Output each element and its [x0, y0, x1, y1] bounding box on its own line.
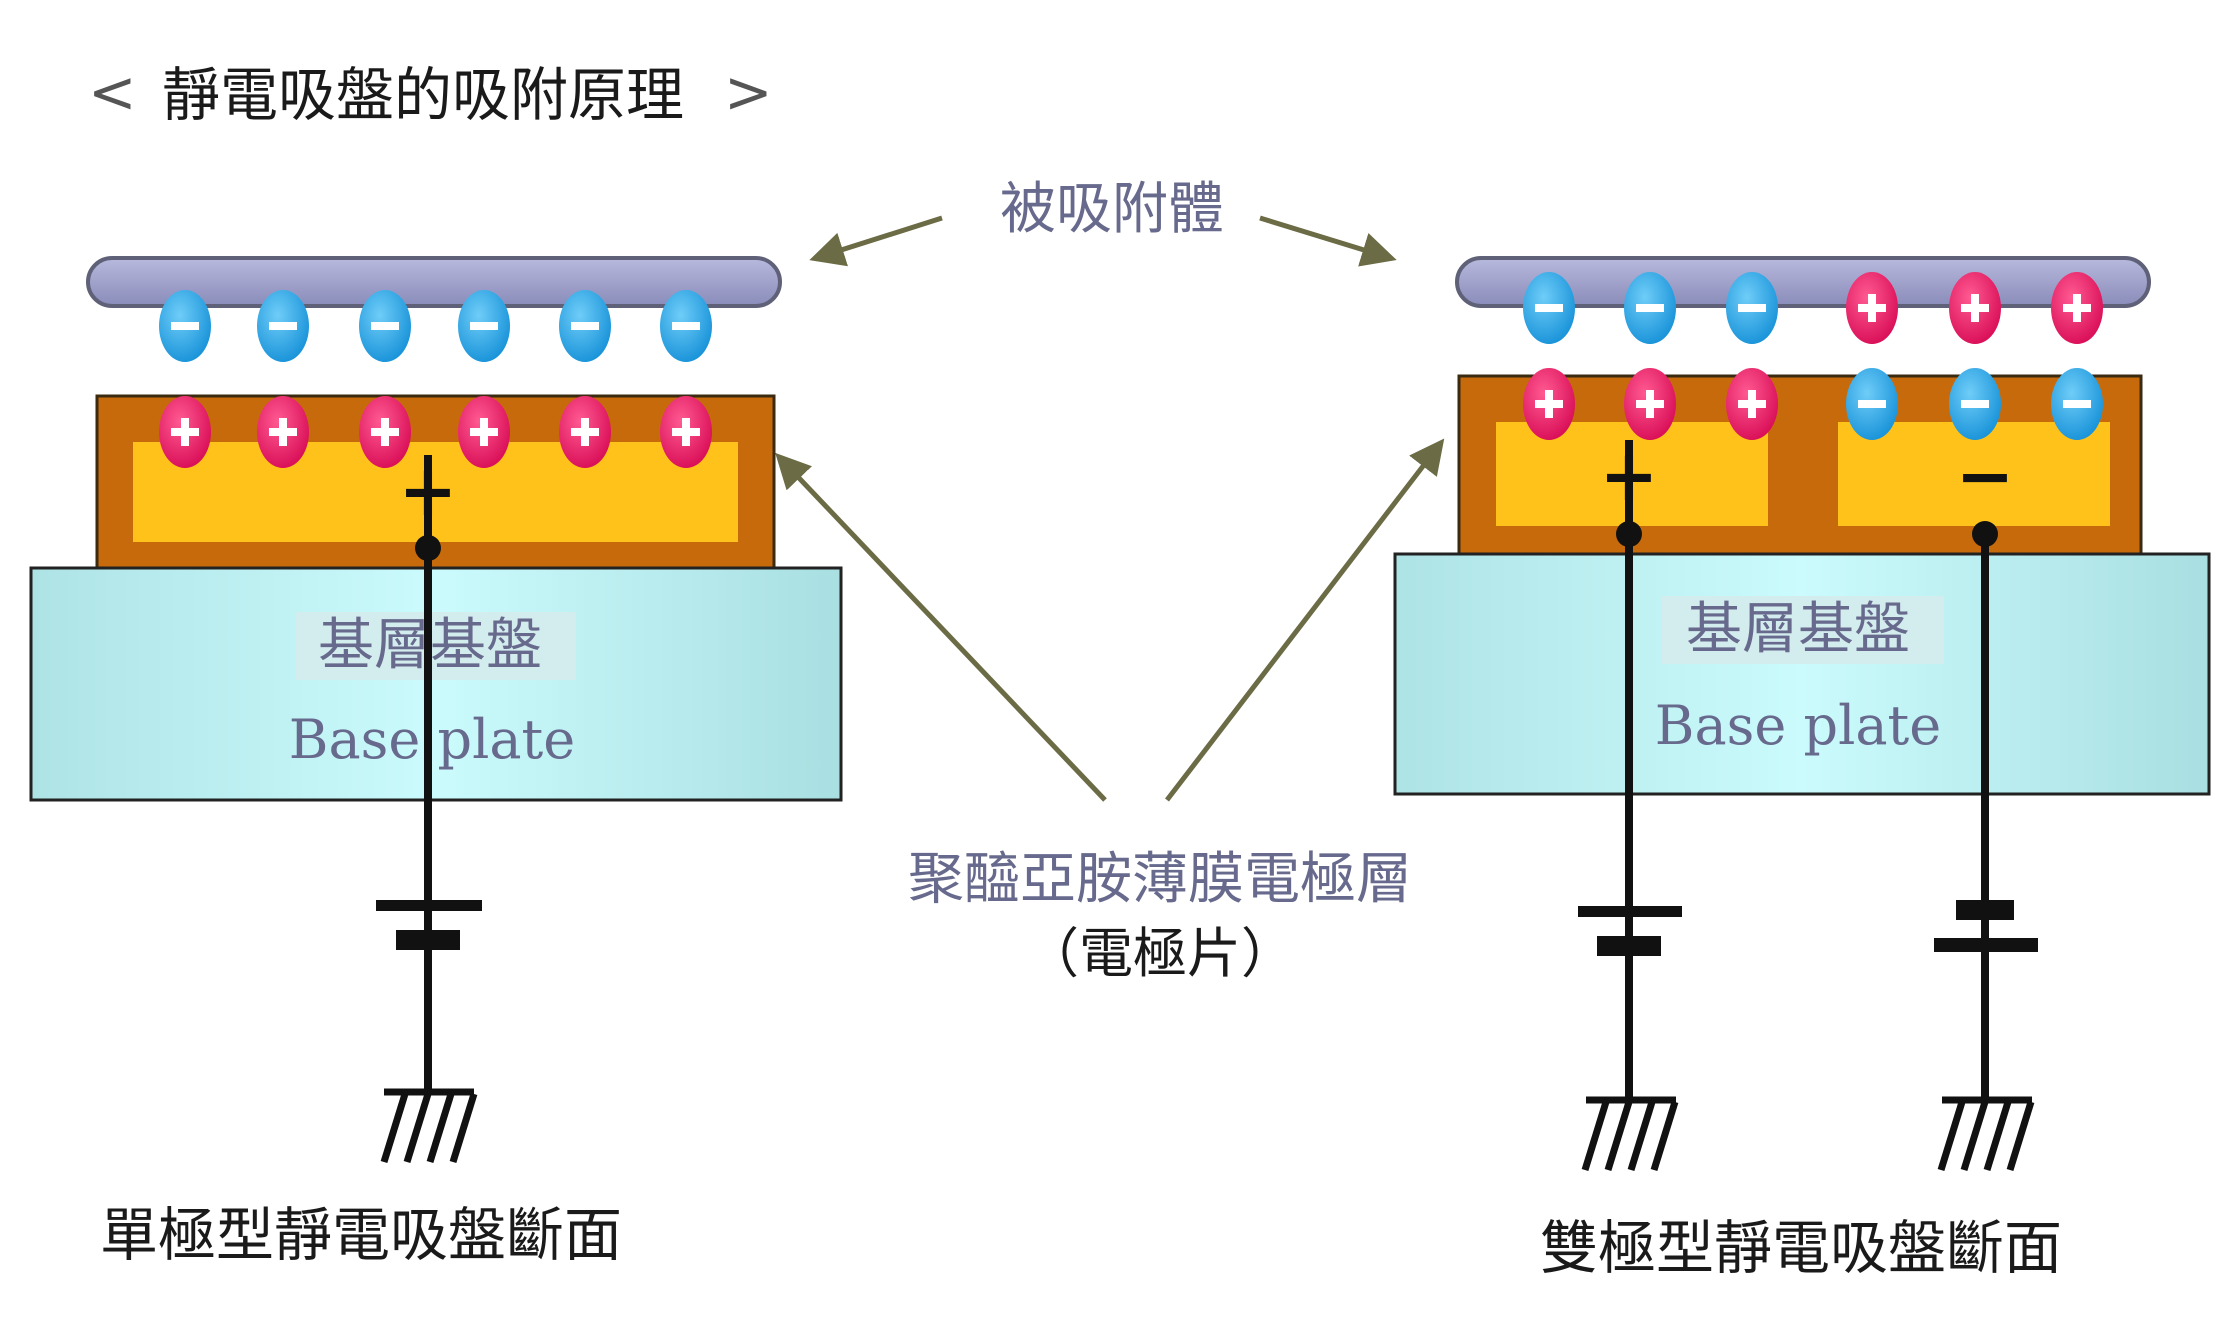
left-electrode-positive-charge-icon: [559, 396, 611, 468]
left-wafer-negative-charge-icon: [359, 290, 411, 362]
right-plus-battery-short-plate: [1597, 936, 1661, 956]
adsorbed-object-label: 被吸附體: [1000, 177, 1224, 242]
electrode-layer-label: 聚醯亞胺薄膜電極層: [908, 847, 1412, 912]
left-electrode-inner: [133, 442, 738, 542]
left-electrode-positive-charge-icon: [159, 396, 211, 468]
right-wafer-positive-charge-icon: [1949, 272, 2001, 344]
arrow-to-left-wafer: [809, 215, 943, 267]
left-ground-icon: [380, 1088, 478, 1164]
monopolar-caption: 單極型靜電吸盤斷面: [100, 1201, 622, 1269]
left-electrode-positive-charge-icon: [359, 396, 411, 468]
right-wafer-positive-charge-icon: [2051, 272, 2103, 344]
title-right-bracket: >: [724, 58, 773, 126]
right-plus-sign: +: [1600, 435, 1659, 517]
right-minus-battery-long-plate: [1934, 938, 2038, 952]
right-minus-wire-node: [1972, 521, 1998, 547]
left-battery-short-plate: [396, 930, 460, 950]
title-text: 靜電吸盤的吸附原理: [162, 61, 684, 129]
right-electrode-positive-charge-icon: [1624, 368, 1676, 440]
right-minus-sign: −: [1956, 435, 2015, 517]
left-wire-node: [415, 535, 441, 561]
right-electrode-negative-charge-icon: [1846, 368, 1898, 440]
right-base-plate: [1393, 552, 2211, 796]
left-wafer: [86, 256, 782, 308]
title-left-bracket: <: [88, 58, 137, 126]
right-minus-ground-icon: [1937, 1096, 2035, 1172]
left-electrode-positive-charge-icon: [257, 396, 309, 468]
left-wafer-negative-charge-icon: [257, 290, 309, 362]
right-electrode-negative-charge-icon: [1949, 368, 2001, 440]
right-base-plate-en: Base plate: [1655, 694, 1941, 757]
left-wafer-negative-charge-icon: [458, 290, 510, 362]
left-wafer-negative-charge-icon: [559, 290, 611, 362]
right-wafer-charges: [1523, 272, 2103, 344]
right-wafer-negative-charge-icon: [1523, 272, 1575, 344]
left-base-label-bg: [296, 612, 576, 680]
left-plus-sign: +: [399, 450, 458, 532]
right-electrode-charges: [1523, 368, 2103, 440]
right-wafer-positive-charge-icon: [1846, 272, 1898, 344]
right-base-label-bg: [1662, 596, 1944, 664]
left-electrode-charges: [159, 396, 712, 468]
right-wafer-negative-charge-icon: [1624, 272, 1676, 344]
right-plus-wire-node: [1616, 521, 1642, 547]
right-electrode-positive-charge-icon: [1726, 368, 1778, 440]
right-electrode-positive-charge-icon: [1523, 368, 1575, 440]
arrow-to-left-electrode: [775, 452, 1107, 802]
right-plus-ground-icon: [1581, 1096, 1679, 1172]
left-wafer-negative-charge-icon: [660, 290, 712, 362]
bipolar-caption: 雙極型靜電吸盤斷面: [1540, 1214, 2062, 1282]
right-electrode-negative-charge-icon: [2051, 368, 2103, 440]
right-plus-battery-long-plate: [1578, 906, 1682, 917]
bipolar-chuck: 基層基盤 Base plate + −: [1393, 256, 2211, 1172]
arrow-to-right-electrode: [1165, 438, 1445, 802]
arrow-to-right-wafer: [1259, 215, 1397, 267]
left-base-plate: [29, 566, 843, 802]
left-electrode-positive-charge-icon: [660, 396, 712, 468]
left-wafer-negative-charge-icon: [159, 290, 211, 362]
title: < 靜電吸盤的吸附原理 >: [88, 58, 773, 129]
left-battery-long-plate: [376, 900, 482, 911]
left-electrode-positive-charge-icon: [458, 396, 510, 468]
left-wafer-charges: [159, 290, 712, 362]
electrode-layer-sublabel: （電極片）: [1025, 922, 1295, 985]
right-base-plate-cn: 基層基盤: [1686, 597, 1910, 662]
right-wafer-negative-charge-icon: [1726, 272, 1778, 344]
right-minus-battery-short-plate: [1956, 900, 2014, 920]
monopolar-chuck: 基層基盤 Base plate +: [29, 256, 843, 1164]
